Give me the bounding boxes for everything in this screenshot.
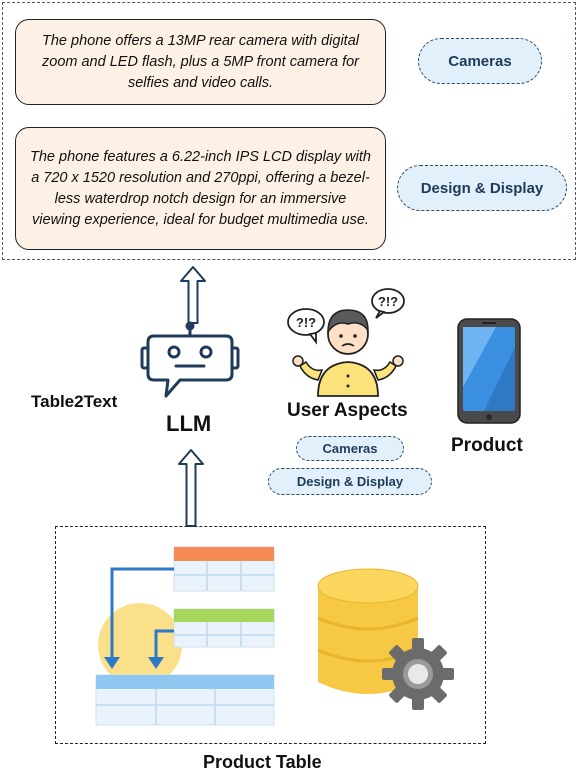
confused-user-icon: ?!? ?!? (287, 288, 405, 397)
svg-text:?!?: ?!? (378, 294, 398, 309)
product-table-label: Product Table (203, 752, 322, 772)
product-label: Product (451, 435, 523, 456)
gear-icon (382, 638, 454, 710)
user-aspect-tag-design-display: Design & Display (268, 468, 432, 495)
arrow-up-icon (180, 266, 206, 324)
llm-label: LLM (166, 411, 212, 436)
robot-icon (140, 321, 240, 398)
user-aspects-label: User Aspects (287, 400, 408, 421)
linked-tables-icon (95, 546, 275, 726)
description-design-display: The phone features a 6.22-inch IPS LCD d… (15, 127, 386, 250)
svg-text:?!?: ?!? (296, 315, 316, 330)
smartphone-icon (457, 318, 521, 424)
aspect-tag-design-display: Design & Display (397, 165, 567, 211)
description-cameras: The phone offers a 13MP rear camera with… (15, 19, 386, 105)
arrow-up-icon (178, 449, 204, 527)
table2text-label: Table2Text (31, 392, 118, 411)
product-table-frame (55, 526, 486, 744)
aspect-tag-cameras: Cameras (418, 38, 542, 84)
table2text-output-frame (2, 2, 576, 260)
user-aspect-tag-cameras: Cameras (296, 436, 404, 461)
